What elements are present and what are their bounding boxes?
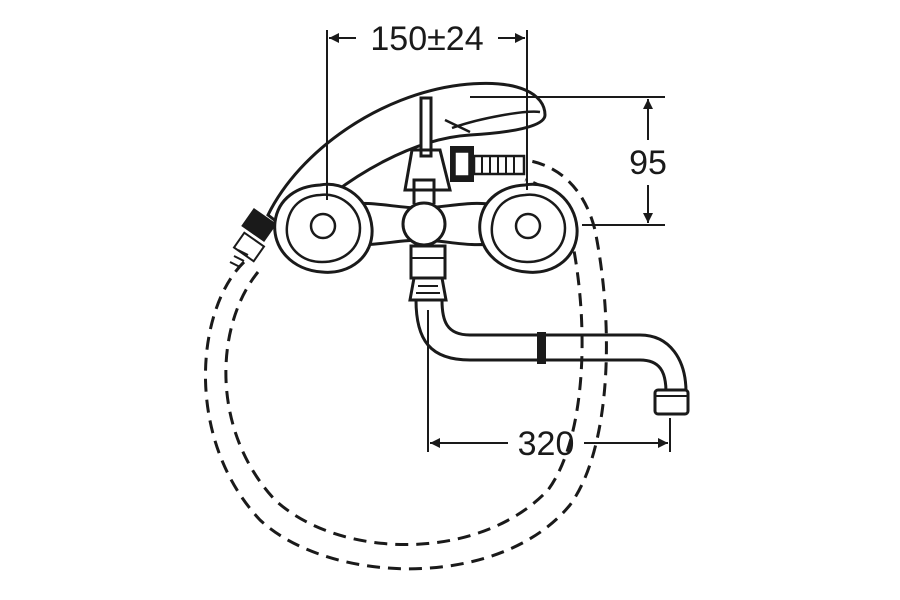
dimension-height: 95 <box>470 96 667 226</box>
handset-holder <box>403 96 452 192</box>
dimension-spout-reach: 320 <box>427 310 671 463</box>
cold-handle <box>273 182 374 274</box>
dimension-spacing: 150±24 <box>326 20 528 200</box>
dimension-spout-reach-label: 320 <box>518 425 575 463</box>
hot-handle <box>478 182 579 274</box>
shower-handset <box>266 81 547 235</box>
diverter-outlet <box>450 146 526 182</box>
hose-connector-left <box>229 207 277 268</box>
dimension-spacing-label: 150±24 <box>370 20 483 58</box>
dimension-height-label: 95 <box>629 144 667 182</box>
spout <box>408 244 690 416</box>
